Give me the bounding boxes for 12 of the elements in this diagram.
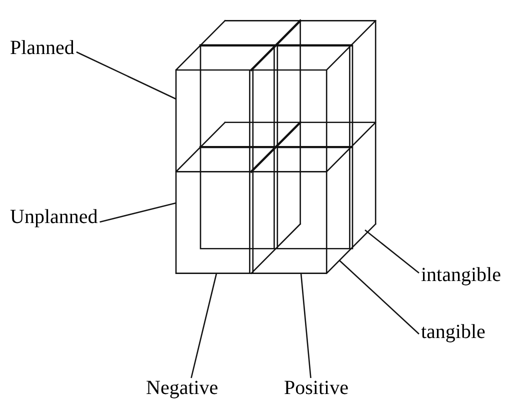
part-label: tangible	[419, 322, 488, 342]
part-label: Positive	[282, 378, 350, 398]
part-label: Negative	[144, 378, 220, 398]
part-label: intangible	[419, 265, 503, 285]
leader-line	[300, 273, 312, 378]
leader-line	[100, 202, 176, 223]
leader-line	[76, 51, 176, 100]
leader-line	[339, 260, 420, 334]
leader-line	[190, 273, 218, 378]
leader-line	[364, 230, 420, 274]
part-label: Planned	[8, 38, 76, 58]
part-label: Unplanned	[8, 207, 100, 227]
